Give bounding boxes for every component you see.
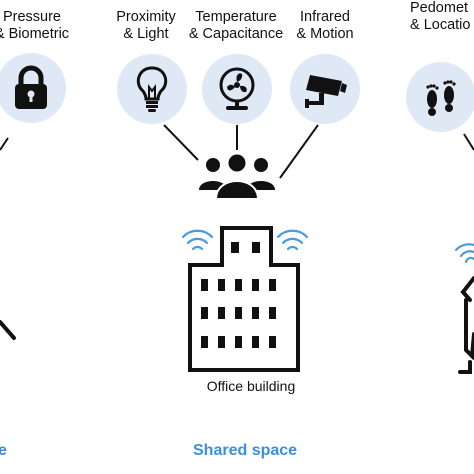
light-bulb-icon [136, 66, 168, 112]
fan-icon [219, 67, 255, 110]
footprints-icon [426, 80, 456, 116]
sensor-circle-pedometer-location [406, 62, 474, 132]
sensor-label-line1: Pedomet [410, 0, 469, 16]
sensor-circle-proximity-light [117, 54, 187, 124]
sensor-label-line2: & Capacitance [188, 26, 284, 42]
office-building-icon [188, 226, 300, 372]
sensor-circle-temperature-capacitance [202, 54, 272, 124]
lock-icon [15, 65, 47, 109]
partial-person-right [458, 276, 474, 374]
people-group-icon [199, 152, 275, 200]
sensor-label-temperature-capacitance: Temperature & Capacitance [189, 9, 283, 43]
connector-line-left [0, 137, 9, 151]
partial-figure-left [0, 320, 16, 340]
sensor-label-line1: Temperature [195, 9, 277, 25]
sensor-label-infrared-motion: Infrared & Motion [296, 9, 353, 43]
building-windows [201, 242, 276, 348]
sensor-label-line1: Pressure [2, 9, 62, 25]
sensor-label-line2: & Biometric [0, 26, 70, 42]
sensor-label-pedometer-location: Pedomet & Locatio [410, 0, 470, 34]
section-label-left-partial: e [0, 442, 7, 459]
connector-line-proximity [163, 124, 199, 161]
connector-line-right [463, 133, 474, 151]
wifi-icon-right [276, 229, 309, 251]
sensor-label-line2: & Locatio [410, 17, 471, 33]
sensor-label-line1: Infrared [300, 9, 350, 25]
wifi-icon-far-right [454, 243, 474, 264]
sensor-label-line1: Proximity [116, 9, 176, 25]
building-caption: Office building [206, 378, 296, 394]
sensor-label-line2: & Motion [296, 26, 354, 42]
sensor-label-proximity-light: Proximity & Light [116, 9, 176, 43]
sensor-circle-infrared-motion [290, 54, 360, 124]
sensor-circle-pressure-biometric [0, 53, 66, 123]
connector-line-infrared [279, 124, 319, 179]
section-label-shared-space: Shared space [193, 442, 298, 459]
sensor-label-line2: & Light [123, 26, 169, 42]
sensor-label-pressure-biometric: Pressure & Biometric [0, 9, 69, 43]
wifi-icon-left [181, 229, 214, 251]
camera-icon [305, 75, 347, 108]
